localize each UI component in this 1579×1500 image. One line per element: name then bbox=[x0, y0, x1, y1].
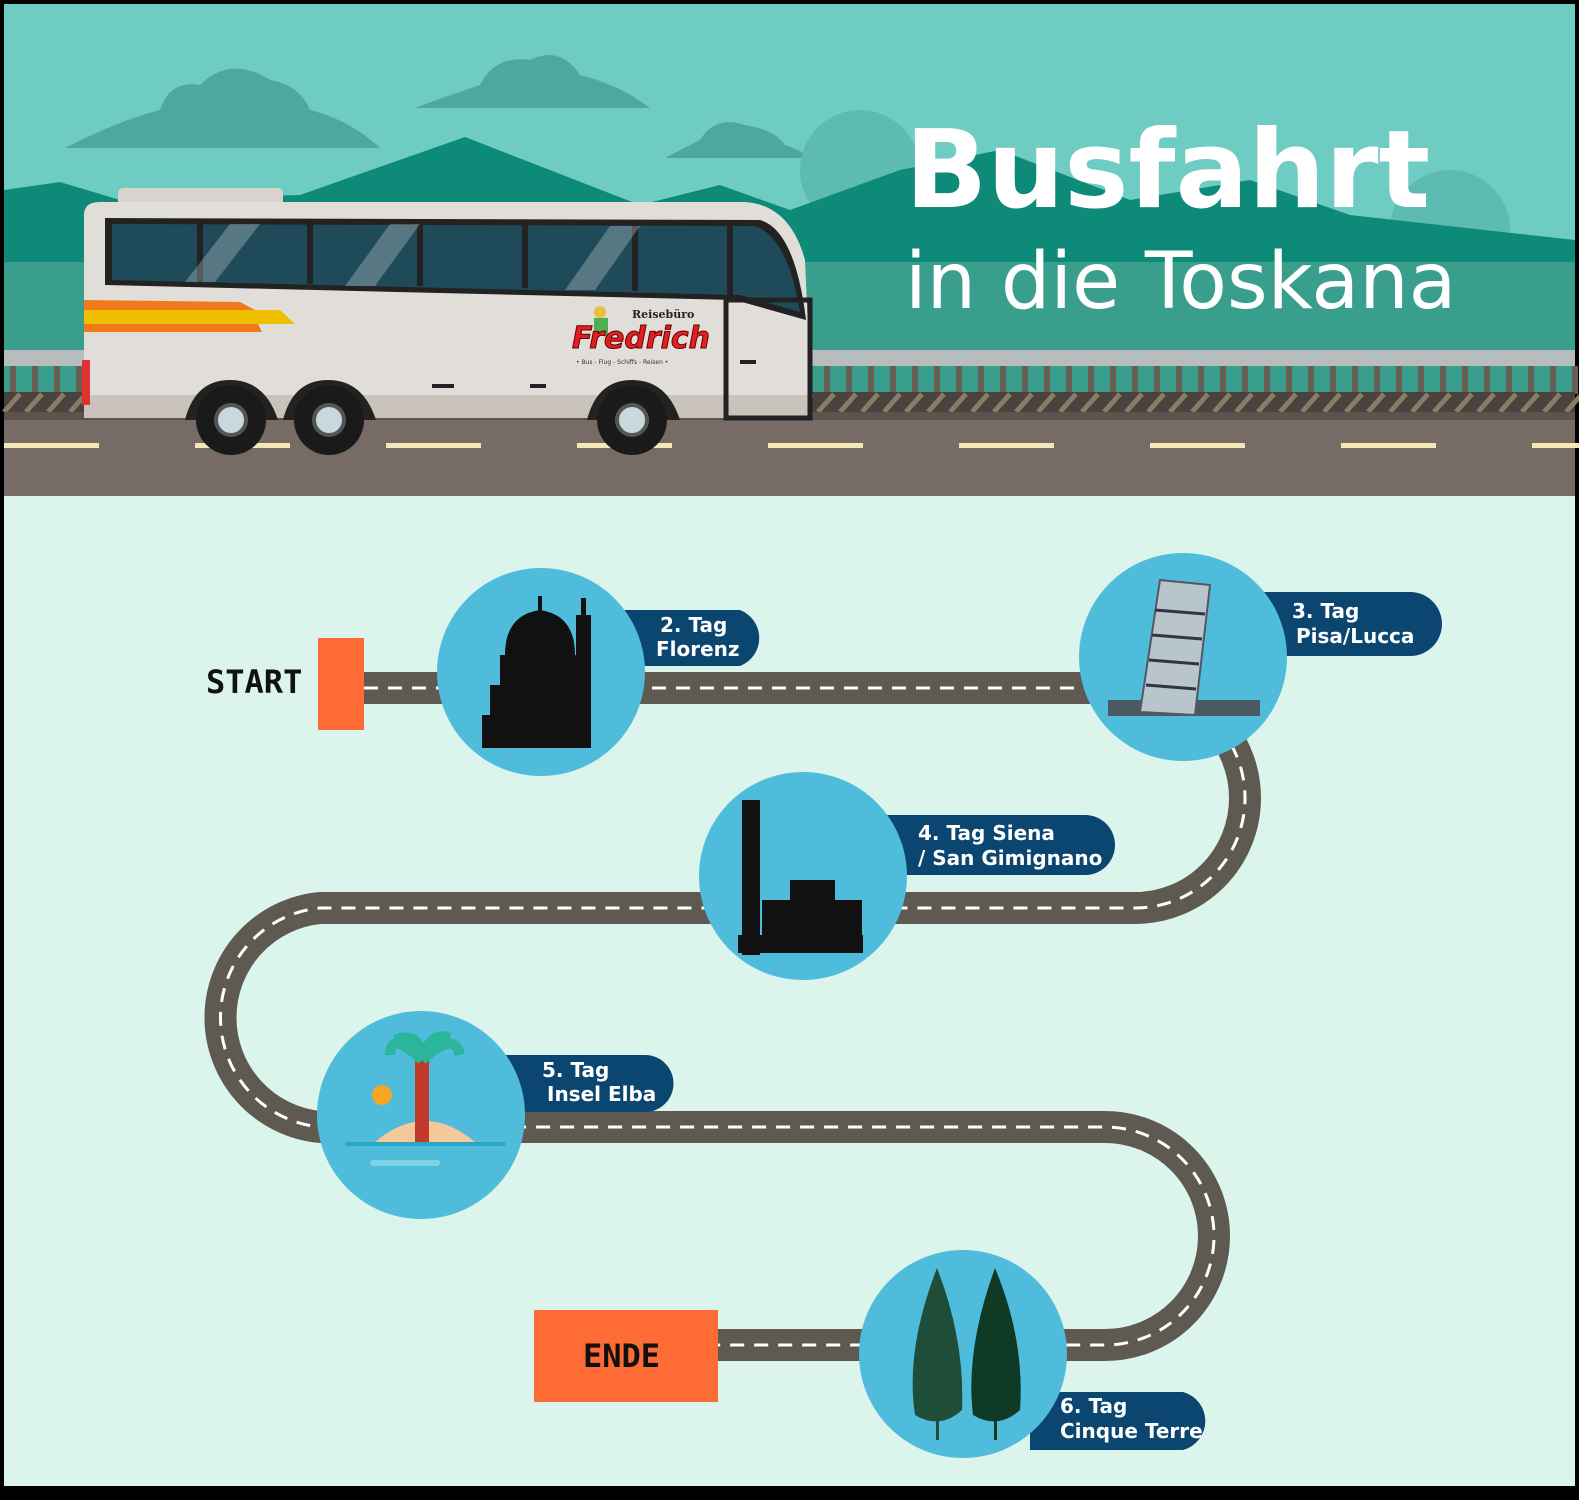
bus-illustration: Reisebüro Fredrich • Bus - Flug - Schiff… bbox=[82, 188, 813, 455]
siena-palazzo-icon bbox=[738, 800, 863, 955]
end-label: ENDE bbox=[583, 1337, 660, 1375]
route-background bbox=[4, 496, 1575, 1486]
stop-label-day: 6. Tag bbox=[1060, 1394, 1127, 1418]
route-road bbox=[204, 672, 1261, 1361]
lane-marking bbox=[4, 443, 99, 448]
start-marker: START bbox=[206, 638, 364, 730]
stop-siena: 4. Tag Siena / San Gimignano bbox=[699, 772, 1115, 980]
lane-marking bbox=[1341, 443, 1436, 448]
stop-label-day: 2. Tag bbox=[660, 613, 727, 637]
end-marker: ENDE bbox=[534, 1310, 718, 1402]
lane-marking bbox=[386, 443, 481, 448]
page-title: Busfahrt bbox=[905, 108, 1430, 233]
stop-cinque-terre: 6. Tag Cinque Terre bbox=[859, 1250, 1206, 1458]
stop-label-place: Pisa/Lucca bbox=[1296, 624, 1414, 648]
stop-florenz: 2. Tag Florenz bbox=[437, 568, 760, 776]
start-label: START bbox=[206, 663, 302, 701]
page-subtitle: in die Toskana bbox=[905, 237, 1456, 327]
stop-label-day: 4. Tag Siena bbox=[918, 821, 1055, 845]
lane-marking bbox=[959, 443, 1054, 448]
stop-label-place: Cinque Terre bbox=[1060, 1419, 1203, 1443]
stop-pisa-lucca: 3. Tag Pisa/Lucca bbox=[1079, 553, 1442, 761]
svg-text:Reisebüro: Reisebüro bbox=[632, 308, 694, 321]
leaning-tower-icon bbox=[1108, 578, 1260, 717]
cloud-icon bbox=[65, 55, 812, 158]
stop-label-day: 5. Tag bbox=[542, 1058, 609, 1082]
stop-label-day: 3. Tag bbox=[1292, 599, 1359, 623]
stop-insel-elba: 5. Tag Insel Elba bbox=[317, 1011, 674, 1219]
stop-label-place: / San Gimignano bbox=[918, 846, 1102, 870]
lane-marking bbox=[1150, 443, 1245, 448]
svg-text:• Bus - Flug - Schiffs - Reise: • Bus - Flug - Schiffs - Reisen • bbox=[576, 359, 668, 366]
florence-cathedral-icon bbox=[482, 596, 591, 748]
palm-island-icon bbox=[345, 1031, 505, 1166]
svg-text:Fredrich: Fredrich bbox=[572, 321, 710, 356]
bus-wheel-icon bbox=[196, 385, 667, 455]
cypress-trees-icon bbox=[912, 1268, 1021, 1440]
bus-company-logo: Reisebüro Fredrich • Bus - Flug - Schiff… bbox=[572, 306, 711, 366]
lane-marking bbox=[1532, 443, 1579, 448]
stop-label-place: Insel Elba bbox=[547, 1082, 656, 1106]
stop-label-place: Florenz bbox=[656, 637, 740, 661]
lane-marking bbox=[768, 443, 863, 448]
